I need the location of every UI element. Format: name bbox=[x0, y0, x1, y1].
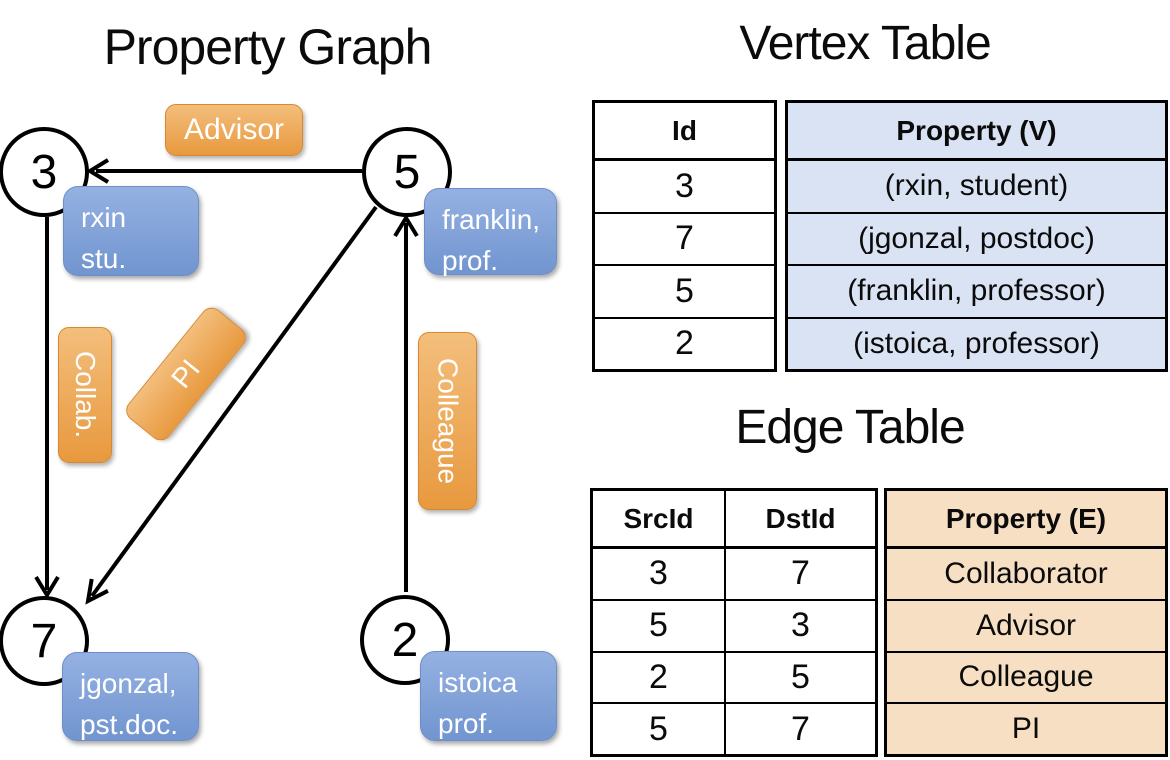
vertex-property-cell: (istoica, professor) bbox=[853, 326, 1100, 360]
edge-src-cell: 5 bbox=[649, 709, 668, 748]
table-row: Colleague bbox=[887, 650, 1165, 703]
vertex-node-5-id: 5 bbox=[393, 145, 421, 199]
edge-dst-cell: 7 bbox=[724, 549, 875, 599]
vertex-id-cell: 7 bbox=[675, 219, 694, 258]
table-row: 5 7 bbox=[593, 702, 875, 754]
vertex-node-3-id: 3 bbox=[30, 145, 58, 199]
vertex-table-title: Vertex Table bbox=[739, 17, 991, 70]
table-row: 2 5 bbox=[593, 650, 875, 703]
arrowhead-into-7-diagonal bbox=[85, 578, 109, 605]
edge-table-id-columns: SrcId DstId 3 7 5 3 2 5 5 7 bbox=[590, 488, 878, 757]
edge-label-colleague: Colleague bbox=[418, 332, 477, 510]
arrowhead-into-3 bbox=[86, 158, 110, 184]
arrowhead-into-7-vertical bbox=[34, 575, 60, 599]
edge-dst-cell: 5 bbox=[724, 652, 875, 703]
vertex-property-box-7: jgonzal, pst.doc. bbox=[62, 652, 199, 741]
table-row: Collaborator bbox=[887, 546, 1165, 599]
table-row: 3 bbox=[595, 158, 774, 212]
vertex-property-box-3: rxin stu. bbox=[63, 186, 199, 276]
edge-property-cell: Colleague bbox=[958, 660, 1094, 694]
table-row: 5 bbox=[595, 264, 774, 317]
edge-label-advisor-text: Advisor bbox=[183, 113, 285, 146]
vertex-property-box-5: franklin, prof. bbox=[424, 188, 557, 276]
edge-property-cell: Collaborator bbox=[944, 556, 1108, 590]
vertex-table-property-header: Property (V) bbox=[896, 114, 1057, 146]
vertex-node-2-id: 2 bbox=[391, 613, 419, 667]
vertex-node-2: 2 bbox=[360, 595, 450, 685]
vertex-table-id-column: Id 3 7 5 2 bbox=[592, 100, 777, 372]
edge-dst-cell: 3 bbox=[724, 600, 875, 651]
edge-property-cell: PI bbox=[1011, 712, 1041, 746]
edge-property-cell: Advisor bbox=[975, 608, 1077, 642]
table-row: PI bbox=[887, 702, 1165, 754]
table-row: (franklin, professor) bbox=[788, 264, 1165, 317]
vertex-node-7-id: 7 bbox=[30, 614, 58, 668]
vertex-property-box-2: istoica prof. bbox=[420, 651, 557, 741]
edge-table-property-header: Property (E) bbox=[945, 502, 1107, 534]
graph-edges bbox=[34, 158, 419, 605]
table-row: (istoica, professor) bbox=[788, 316, 1165, 370]
vertex-id-cell: 5 bbox=[675, 271, 694, 310]
table-row: 3 7 bbox=[593, 546, 875, 599]
edge-5-7 bbox=[90, 205, 378, 598]
vertex-table-id-header: Id bbox=[672, 114, 697, 146]
vertex-property-cell: (rxin, student) bbox=[884, 169, 1069, 203]
edge-table-property-column: Property (E) Collaborator Advisor Collea… bbox=[884, 488, 1168, 757]
table-row: 2 bbox=[595, 316, 774, 370]
vertex-table-property-column: Property (V) (rxin, student) (jgonzal, p… bbox=[785, 100, 1168, 372]
vertex-id-cell: 3 bbox=[675, 166, 694, 205]
arrowhead-into-5 bbox=[393, 214, 419, 238]
vertex-property-cell: (franklin, professor) bbox=[847, 274, 1106, 308]
edge-label-collab: Collab. bbox=[58, 327, 112, 463]
table-row: 7 bbox=[595, 211, 774, 265]
vertex-id-cell: 2 bbox=[675, 324, 694, 363]
edge-src-cell: 3 bbox=[649, 554, 668, 593]
edge-table-src-header: SrcId bbox=[623, 502, 694, 534]
table-row: (rxin, student) bbox=[788, 158, 1165, 212]
edge-table-dst-header: DstId bbox=[724, 491, 875, 546]
vertex-property-cell: (jgonzal, postdoc) bbox=[858, 221, 1095, 255]
table-row: 5 3 bbox=[593, 598, 875, 651]
edge-label-colleague-text: Colleague bbox=[432, 357, 464, 485]
edge-label-pi-text: PI bbox=[165, 353, 206, 394]
property-graph-title: Property Graph bbox=[103, 19, 433, 75]
table-row: Advisor bbox=[887, 598, 1165, 651]
edge-label-advisor: Advisor bbox=[165, 104, 303, 156]
edge-table-title: Edge Table bbox=[735, 401, 965, 454]
table-row: (jgonzal, postdoc) bbox=[788, 211, 1165, 265]
edge-src-cell: 5 bbox=[649, 606, 668, 645]
edge-dst-cell: 7 bbox=[724, 704, 875, 754]
edge-src-cell: 2 bbox=[649, 657, 668, 696]
edge-label-collab-text: Collab. bbox=[70, 351, 101, 439]
